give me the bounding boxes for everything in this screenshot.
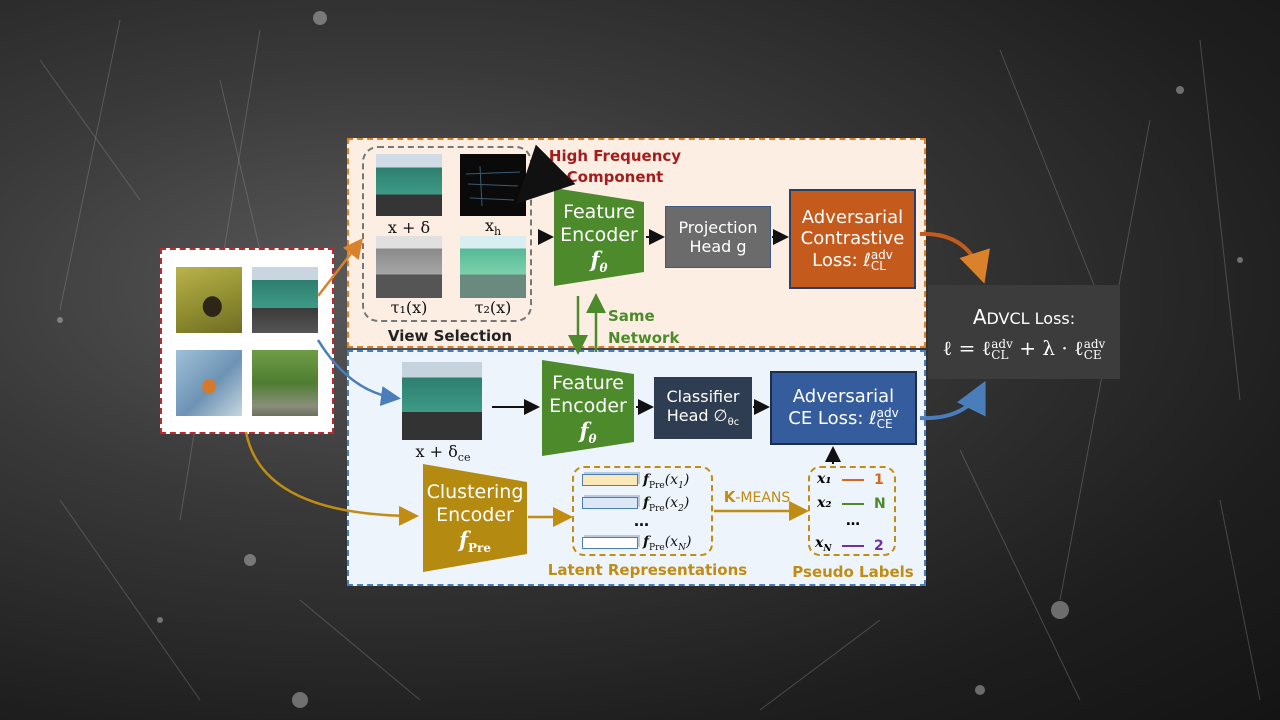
arrow-input-to-clustering (244, 431, 419, 526)
classifier-head: Classifier Head ∅θc (654, 377, 752, 439)
latent-ellipsis: … (634, 512, 649, 530)
x-plus-delta-label: x + δ (387, 218, 431, 237)
clustering-encoder: Clustering Encoder fPre (426, 480, 524, 555)
input-image-person (176, 350, 242, 416)
pseudo-row-1-label: 1 (874, 472, 884, 488)
pseudo-row-n-arrow (842, 545, 864, 547)
same-network-label: Same Network (608, 307, 680, 347)
view-selection-group (362, 146, 532, 322)
arrow-high-frequency (516, 144, 576, 204)
latent-vector-1 (582, 474, 638, 486)
high-frequency-edges (465, 165, 521, 207)
tau1-label: τ₁(x) (390, 298, 428, 317)
clustering-encoder-shape (423, 464, 527, 572)
feature-encoder-top: Feature Encoder fθ (560, 200, 638, 275)
latent-vector-n (582, 537, 638, 549)
input-image-truck (252, 267, 318, 333)
latent-label-n: fPre(xN) (643, 534, 692, 553)
input-image-deer (176, 267, 242, 333)
advcl-loss-title: ADVCL Loss: (972, 305, 1076, 329)
x-plus-delta-ce-label: x + δce (415, 442, 471, 465)
pseudo-row-n-x: xN (815, 535, 832, 554)
feature-encoder-top-shape (554, 188, 644, 286)
x-h-label: xh (484, 216, 502, 239)
arrow-ce-loss-to-advcl (919, 380, 986, 421)
latent-label-2: fPre(x2) (643, 495, 690, 514)
latent-vector-2 (582, 497, 638, 509)
kmeans-label: K-MEANS (723, 488, 791, 506)
view-high-frequency-image (460, 154, 526, 216)
view-augmented-color-image (460, 236, 526, 298)
pseudo-row-2-arrow (842, 503, 864, 505)
pseudo-row-1-arrow (842, 479, 864, 481)
tau2-label: τ₂(x) (474, 298, 512, 317)
input-image-forest (252, 350, 318, 416)
pseudo-labels-group (808, 466, 896, 556)
view-adversarial-image (376, 154, 442, 216)
projection-head: Projection Head g (665, 206, 771, 268)
feature-encoder-bottom: Feature Encoder fθ (549, 371, 627, 446)
arrow-input-to-views (317, 238, 364, 297)
view-augmented-gray-image (376, 236, 442, 298)
latent-representations-title: Latent Representations (547, 561, 748, 579)
pseudo-row-2-x: x₂ (817, 495, 832, 511)
pseudo-row-1-x: x₁ (817, 471, 832, 487)
pseudo-labels-title: Pseudo Labels (792, 563, 914, 581)
view-selection-title: View Selection (387, 327, 513, 345)
arrow-input-to-ce-image (316, 339, 401, 406)
high-frequency-label: High Frequency Component (548, 147, 682, 186)
arrow-cl-loss-to-advcl (919, 231, 990, 284)
latent-representations-group (572, 466, 713, 556)
feature-encoder-bottom-shape (542, 360, 634, 456)
advcl-loss-box (928, 285, 1120, 379)
pseudo-row-n-label: 2 (874, 538, 884, 554)
pseudo-row-2-label: N (874, 496, 886, 512)
ce-adversarial-image (402, 362, 482, 440)
pseudo-ellipsis: … (846, 513, 860, 529)
latent-label-1: fPre(x1) (643, 472, 690, 491)
